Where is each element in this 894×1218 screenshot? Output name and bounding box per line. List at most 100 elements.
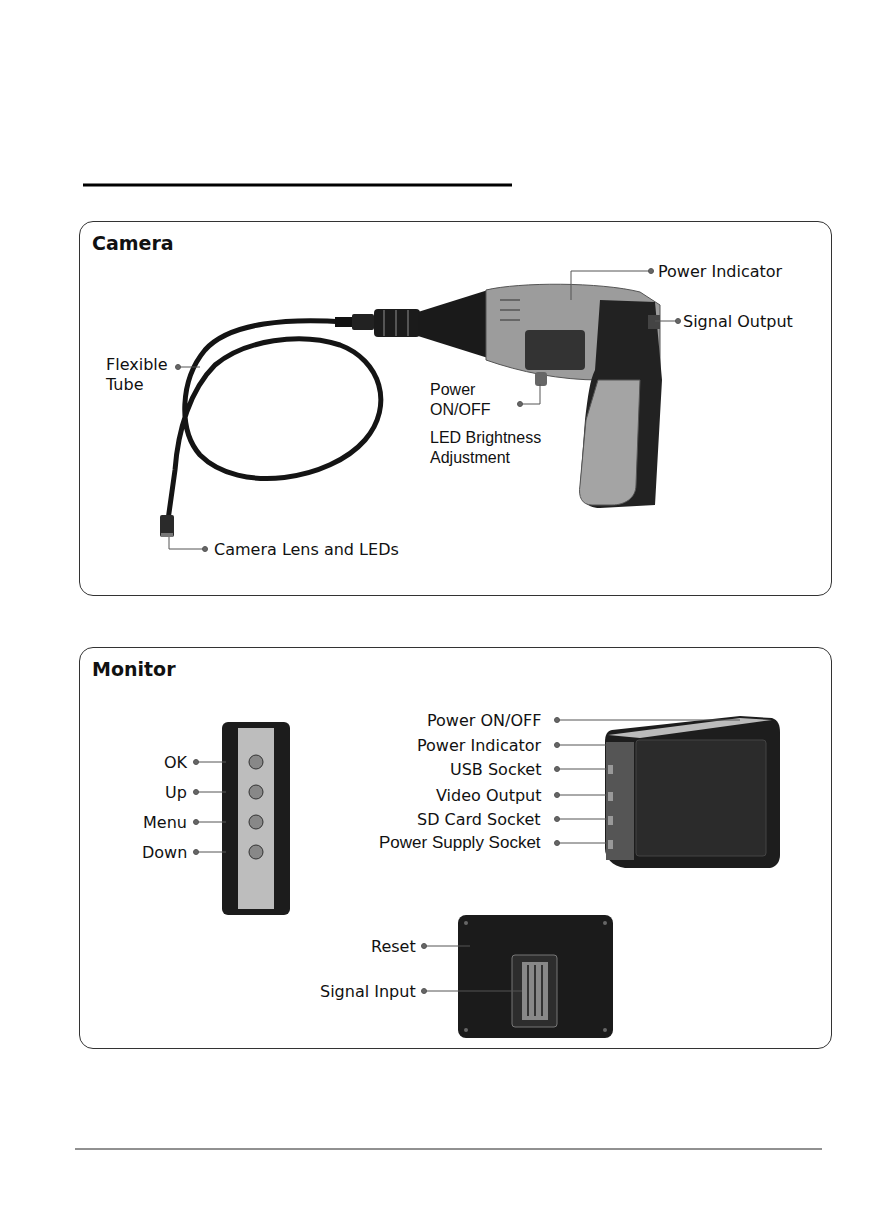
drawing-part (168, 321, 381, 520)
drawing-part (180, 367, 200, 368)
drawing-part (580, 300, 662, 508)
drawing-part (249, 755, 263, 769)
drawing-part (500, 300, 520, 320)
tube-connector (335, 309, 420, 337)
drawing-part (464, 921, 468, 925)
drawing-part (383, 310, 385, 336)
drawing-part (169, 537, 203, 549)
drawing-part (555, 743, 560, 748)
drawing-part (559, 720, 740, 721)
drawing-part (249, 845, 263, 859)
panel-heading: Camera (92, 232, 174, 254)
drawing-part (608, 840, 613, 849)
part-label: Signal Input (320, 982, 416, 1001)
drawing-part (555, 841, 560, 846)
drawing-part (527, 965, 529, 1016)
part-label: SD Card Socket (417, 810, 541, 829)
drawing-part (198, 852, 226, 853)
part-label: Down (142, 843, 187, 862)
part-label: Up (165, 783, 187, 802)
drawing-part (161, 533, 173, 537)
drawing-part (559, 819, 608, 820)
drawing-part (418, 290, 488, 358)
drawing-part (555, 767, 560, 772)
drawing-part (559, 843, 608, 844)
drawing-part (75, 1149, 822, 1150)
drawing-part (603, 1028, 607, 1032)
part-label: Power ON/OFF (427, 711, 541, 730)
part-label: Camera Lens and LEDs (214, 540, 399, 559)
drawing-part (605, 716, 780, 868)
drawing-part (534, 965, 536, 1016)
drawing-part (535, 372, 547, 386)
drawing-part (198, 792, 226, 793)
drawing-part (606, 742, 634, 860)
drawing-part (649, 269, 654, 274)
drawing-part (555, 793, 560, 798)
drawing-part (608, 718, 772, 738)
drawing-part (522, 384, 540, 404)
drawing-part (198, 822, 226, 823)
drawing-part (395, 310, 397, 336)
drawing-part (603, 921, 607, 925)
drawing-part (636, 740, 766, 856)
part-label: Power ON/OFF (430, 380, 505, 420)
drawing-part (426, 946, 470, 947)
drawing-part (422, 989, 427, 994)
drawing-part (464, 1028, 468, 1032)
drawing-part (160, 515, 174, 537)
drawing-part (559, 769, 608, 770)
drawing-part (194, 820, 199, 825)
drawing-part (458, 915, 613, 1038)
drawing-part (559, 795, 608, 796)
drawing-part (374, 309, 420, 337)
drawing-part (655, 321, 676, 322)
leader-lines (169, 269, 681, 552)
drawing-part (555, 718, 560, 723)
part-label: USB Socket (450, 760, 541, 779)
part-label: Menu (143, 813, 187, 832)
drawing-part (518, 402, 523, 407)
drawing-part (571, 271, 649, 300)
drawing-part (176, 365, 181, 370)
drawing-part (426, 991, 522, 992)
drawing-part (608, 765, 613, 774)
part-label: Reset (371, 937, 416, 956)
drawing-part (608, 816, 613, 825)
drawing-part (648, 315, 660, 329)
part-label: OK (164, 753, 187, 772)
drawing-part (238, 728, 274, 909)
drawing-part (580, 380, 641, 505)
drawing-part (194, 850, 199, 855)
part-label: Video Output (436, 786, 542, 805)
flexible-tube (160, 321, 381, 537)
monitor-back (458, 915, 613, 1038)
panel-heading: Monitor (92, 658, 176, 680)
drawing-part (83, 184, 512, 187)
part-label: LED Brightness Adjustment (430, 428, 570, 468)
drawing-part (194, 760, 199, 765)
part-label: Power Supply Socket (379, 833, 541, 853)
drawing-part (522, 962, 548, 1020)
drawing-part (541, 965, 543, 1016)
drawing-part (676, 319, 681, 324)
part-label: Power Indicator (417, 736, 541, 755)
drawing-part (608, 792, 613, 801)
camera-handle (418, 284, 662, 508)
part-label: Signal Output (683, 312, 793, 331)
part-label: Power Indicator (658, 262, 782, 281)
monitor-side-view (222, 722, 290, 915)
part-label: Flexible Tube (106, 355, 194, 395)
drawing-part (352, 314, 374, 330)
drawing-part (555, 817, 560, 822)
drawing-part (422, 944, 427, 949)
leader-lines (194, 718, 741, 994)
drawing-part (559, 745, 608, 746)
drawing-part (222, 722, 290, 915)
drawing-part (525, 330, 585, 370)
drawing-part (194, 790, 199, 795)
drawing-part (203, 547, 208, 552)
drawing-part (407, 310, 409, 336)
drawing-part (249, 785, 263, 799)
